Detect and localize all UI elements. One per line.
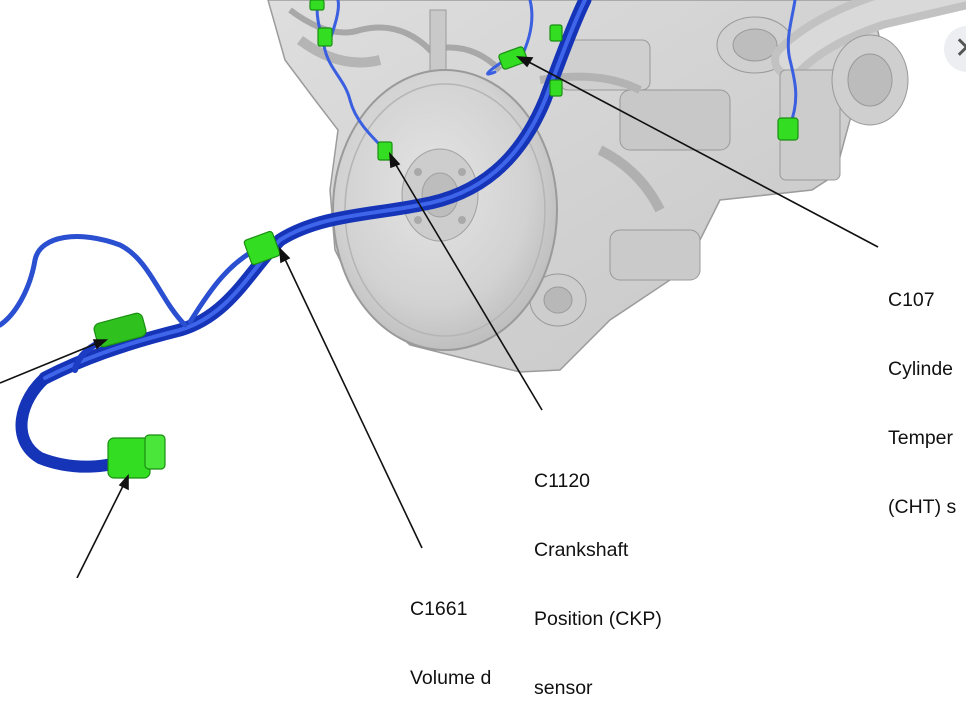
callout-c1120-line-1: Crankshaft bbox=[534, 539, 629, 561]
connector-left-green bbox=[93, 312, 147, 348]
callout-c1120-line-3: sensor bbox=[534, 677, 593, 699]
leader-c1661 bbox=[279, 246, 423, 549]
engine-harness-diagram bbox=[0, 0, 966, 578]
callout-c1661: C1661 Volume d bbox=[410, 552, 491, 713]
connectors bbox=[93, 0, 799, 479]
connector-c107 bbox=[498, 46, 528, 70]
callout-c107-line-3: (CHT) s bbox=[888, 496, 957, 518]
leader-c107 bbox=[515, 56, 879, 248]
callout-c107-line-1: Cylinde bbox=[888, 358, 954, 380]
close-button[interactable]: ✕ bbox=[944, 26, 966, 72]
connector-c1661 bbox=[243, 230, 281, 266]
leader-lines bbox=[0, 56, 879, 578]
callout-c1661-line-1: Volume d bbox=[410, 667, 492, 689]
leader-lower-left bbox=[76, 473, 129, 578]
leader-c1120 bbox=[389, 151, 543, 411]
callout-c107-id: C107 bbox=[888, 289, 935, 311]
close-icon: ✕ bbox=[954, 31, 966, 66]
leader-left bbox=[0, 339, 109, 384]
connector-lower-round bbox=[107, 434, 166, 479]
callout-c1120: C1120 Crankshaft Position (CKP) sensor bbox=[534, 424, 662, 723]
callout-c107: C107 Cylinde Temper (CHT) s bbox=[888, 243, 956, 542]
callout-c1120-id: C1120 bbox=[534, 470, 591, 492]
connector-c1120 bbox=[377, 141, 393, 161]
callout-c1661-id: C1661 bbox=[410, 598, 468, 620]
callout-c1120-line-2: Position (CKP) bbox=[534, 608, 662, 630]
callout-c107-line-2: Temper bbox=[888, 427, 954, 449]
